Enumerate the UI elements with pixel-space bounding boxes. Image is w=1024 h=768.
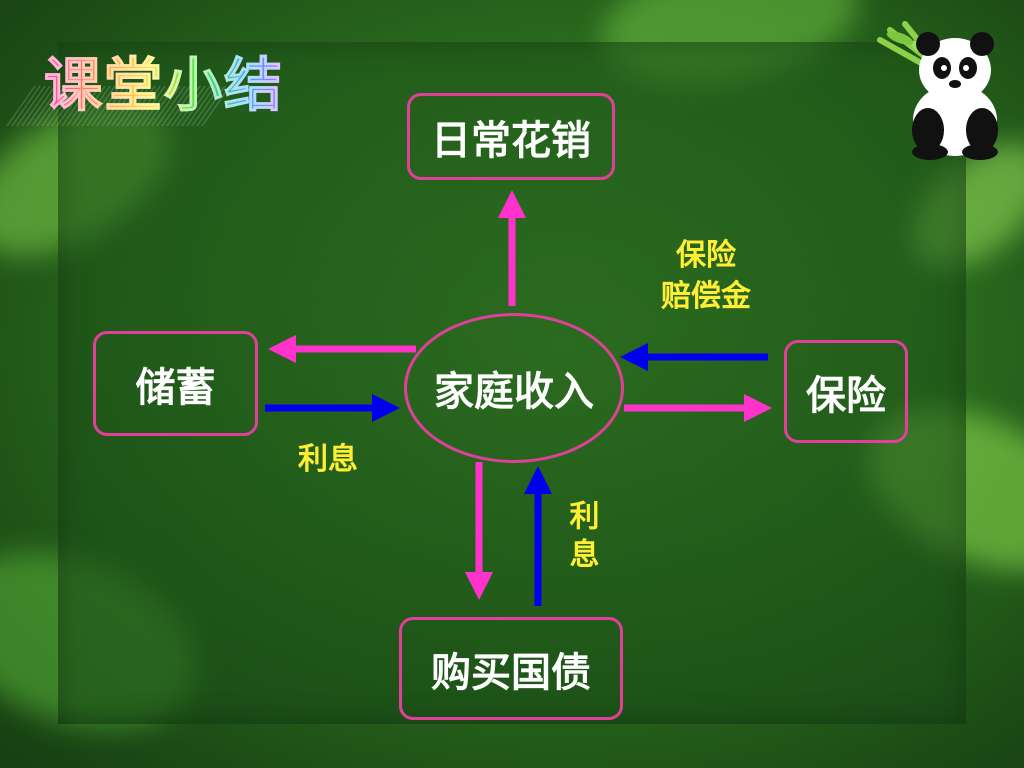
node-buy-bonds: 购买国债 <box>399 617 623 720</box>
node-savings: 储蓄 <box>93 331 258 436</box>
label-insurance-payout-line2: 赔偿金 <box>661 278 751 314</box>
label-bond-interest: 利息 <box>563 500 599 576</box>
panda-icon <box>877 21 998 160</box>
node-daily-spending: 日常花销 <box>407 93 615 180</box>
label-savings-interest: 利息 <box>298 442 358 477</box>
label-insurance-payout-line1: 保险 <box>676 238 736 273</box>
slide-title: 课堂小结 <box>43 38 284 122</box>
label-insurance-payout: 保险 赔偿金 <box>636 236 776 317</box>
node-family-income: 家庭收入 <box>404 313 624 463</box>
node-insurance: 保险 <box>784 340 908 443</box>
